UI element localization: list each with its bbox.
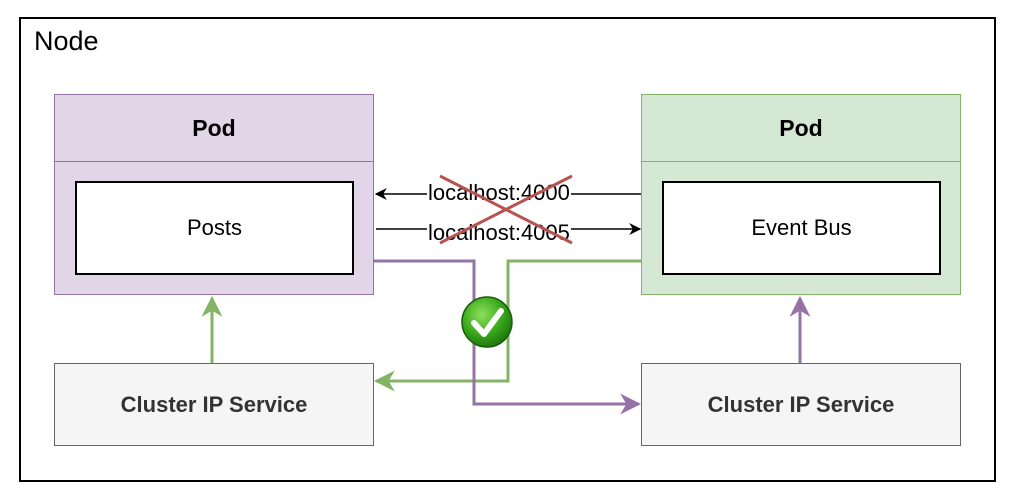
posts-container-label: Posts: [186, 215, 243, 240]
event-bus-container: Event Bus: [662, 181, 941, 275]
cluster-ip-service-posts: Cluster IP Service: [54, 363, 374, 446]
check-circle-icon: [461, 296, 513, 348]
cluster-ip-service-event-bus-label: Cluster IP Service: [707, 391, 895, 417]
label-localhost-4005: localhost:4005: [427, 220, 571, 245]
pod-header-event-bus: Pod: [642, 95, 960, 162]
pod-header-posts: Pod: [55, 95, 373, 162]
cross-out-icon: [439, 174, 573, 245]
label-localhost-4000: localhost:4000: [427, 180, 571, 205]
event-bus-container-label: Event Bus: [751, 215, 852, 240]
node-label: Node: [34, 26, 99, 56]
cluster-ip-service-event-bus: Cluster IP Service: [641, 363, 961, 446]
node-frame: [19, 17, 996, 482]
cluster-ip-service-posts-label: Cluster IP Service: [120, 391, 308, 417]
posts-container: Posts: [75, 181, 354, 275]
